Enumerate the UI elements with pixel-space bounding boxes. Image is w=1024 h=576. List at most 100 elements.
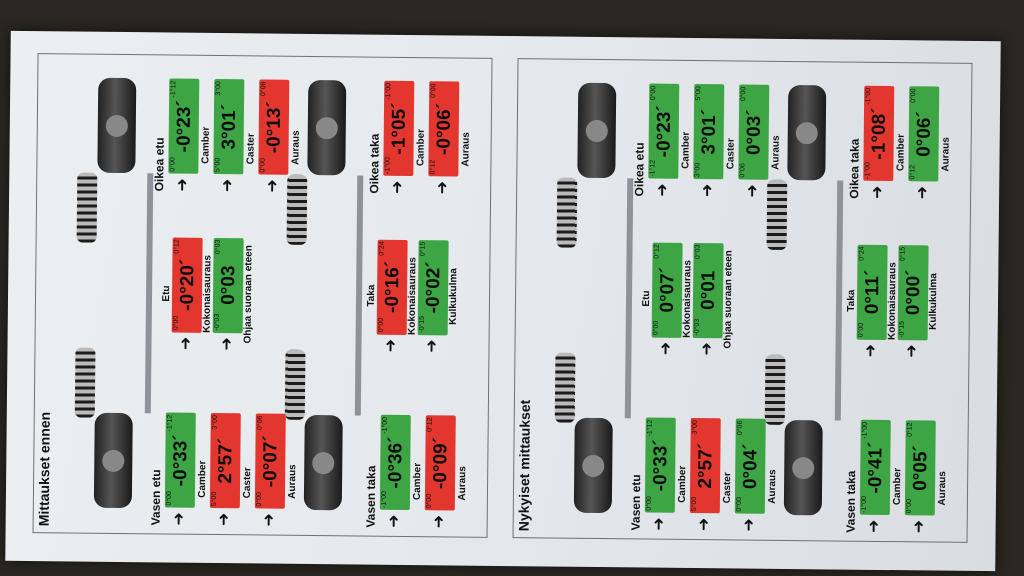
rear-axle-arm <box>834 180 844 421</box>
range-high: 0°15 <box>899 246 907 262</box>
arrow-icon: ➜ <box>174 178 192 192</box>
range-high: 0°12 <box>653 244 661 259</box>
axle-label: Taka <box>365 284 378 307</box>
camber-label: Camber <box>411 462 424 501</box>
range-low: 0°00 <box>652 320 660 336</box>
range-high: -1°00 <box>385 82 393 100</box>
range-low: 0°00 <box>645 496 653 511</box>
rear-left-wheel <box>303 414 343 511</box>
range-high: -1°00 <box>861 421 869 439</box>
wheel-label: Vasen taka <box>363 465 379 528</box>
caster-label: Caster <box>241 467 254 499</box>
arrow-icon: ➜ <box>910 519 928 534</box>
range-high: 0°00 <box>430 83 438 98</box>
camber-gauge: 0°00-1°12-0°33´ <box>164 412 196 508</box>
front-right-block: Oikea etu ➜ 0°00-1°12-0°23´ Camber ➜ 5°0… <box>152 61 304 193</box>
toe-label: Auraus <box>770 135 782 170</box>
rear-right-block: Oikea taka ➜ -1°00-1°00-1°05´ Camber ➜ 0… <box>367 64 474 195</box>
arrow-icon: ➜ <box>650 517 668 531</box>
wheel-label: Oikea etu <box>152 137 167 192</box>
range-low: 0°00 <box>425 493 433 509</box>
range-low: 0°00 <box>377 317 385 333</box>
arrow-icon: ➜ <box>914 185 932 200</box>
front-left-block: Vasen etu ➜ 0°00-1°12-0°33´ Camber ➜ 5°0… <box>629 400 781 532</box>
wheel-label: Oikea etu <box>632 142 647 197</box>
rear-right-wheel <box>787 84 827 181</box>
front-right-spring <box>556 177 578 248</box>
range-low: 0°12 <box>909 164 917 180</box>
range-low: 0°00 <box>169 157 177 172</box>
range-high: -1°00 <box>865 87 873 105</box>
range-low: -1°00 <box>860 496 868 513</box>
front-right-wheel <box>97 77 137 174</box>
wheel-hub <box>315 117 338 140</box>
range-high: 0°06 <box>260 81 268 97</box>
range-high: 3°00 <box>215 81 223 96</box>
wheel-label: Vasen etu <box>148 469 164 526</box>
arrow-icon: ➜ <box>423 339 441 353</box>
axle-label: Taka <box>845 289 858 312</box>
front-left-block: Vasen etu ➜ 0°00-1°12-0°33´ Camber ➜ 5°0… <box>149 395 301 527</box>
range-low: -0°03 <box>693 318 701 336</box>
toe-label: Auraus <box>456 466 469 501</box>
arrow-icon: ➜ <box>865 519 883 533</box>
range-low: -1°00 <box>864 162 872 179</box>
range-low: 0°00 <box>165 491 173 506</box>
camber-label: Camber <box>200 126 212 164</box>
arrow-icon: ➜ <box>903 344 921 358</box>
arrow-icon: ➜ <box>654 183 672 197</box>
caster-label: Caster <box>725 138 737 170</box>
range-low: 0°12 <box>429 159 437 175</box>
range-low: 0°00 <box>857 322 865 338</box>
rear-left-block: Vasen taka ➜ -1°00-1°00-0°36´ Camber ➜ 0… <box>364 398 471 529</box>
toe-label: Auraus <box>286 464 299 499</box>
rear-right-block: Oikea taka ➜ -1°00-1°00-1°08´ Camber ➜ 0… <box>847 69 954 200</box>
camber-label: Camber <box>891 467 904 506</box>
arrow-icon: ➜ <box>434 180 452 195</box>
range-low: 5°00 <box>210 491 218 507</box>
wheel-hub <box>312 452 335 475</box>
camber-gauge: -1°00-1°00-0°41´ <box>859 419 891 516</box>
wheel-label: Oikea taka <box>847 138 862 199</box>
range-high: 0°12 <box>426 417 434 432</box>
rear-right-wheel <box>307 79 347 176</box>
panel-before: Mittaukset ennen Vasen etu ➜ 0°00-1°12-0… <box>32 53 493 538</box>
arrow-icon: ➜ <box>698 342 716 356</box>
wheel-hub <box>792 457 815 480</box>
range-high: -1°12 <box>646 419 654 437</box>
front-right-spring <box>76 172 98 243</box>
front-left-wheel <box>93 412 133 509</box>
toe-label: Auraus <box>936 471 949 506</box>
camber-label: Camber <box>895 133 907 172</box>
range-high: 0°00 <box>740 86 748 102</box>
arrow-icon: ➜ <box>657 341 675 356</box>
wheel-label: Oikea taka <box>367 133 382 194</box>
camber-label: Camber <box>680 131 692 169</box>
arrow-icon: ➜ <box>862 343 880 358</box>
range-low: -0°03 <box>213 313 221 331</box>
range-low: 0°00 <box>735 497 743 512</box>
toe-label: Auraus <box>766 469 779 504</box>
range-low: 0°00 <box>255 492 263 507</box>
range-high: -1°12 <box>170 80 178 98</box>
range-high: 0°00 <box>910 88 918 103</box>
caster-label: Caster <box>721 472 734 504</box>
alignment-report: Mittaukset ennen Vasen etu ➜ 0°00-1°12-0… <box>28 53 983 543</box>
range-low: 0°00 <box>905 498 913 514</box>
arrow-icon: ➜ <box>869 185 887 200</box>
range-high: 3°00 <box>211 415 219 430</box>
printed-sheet: Mittaukset ennen Vasen etu ➜ 0°00-1°12-0… <box>5 30 1001 572</box>
rear-axle-arm <box>354 175 364 416</box>
range-high: 0°03 <box>214 239 222 255</box>
range-high: 5°00 <box>695 86 703 101</box>
